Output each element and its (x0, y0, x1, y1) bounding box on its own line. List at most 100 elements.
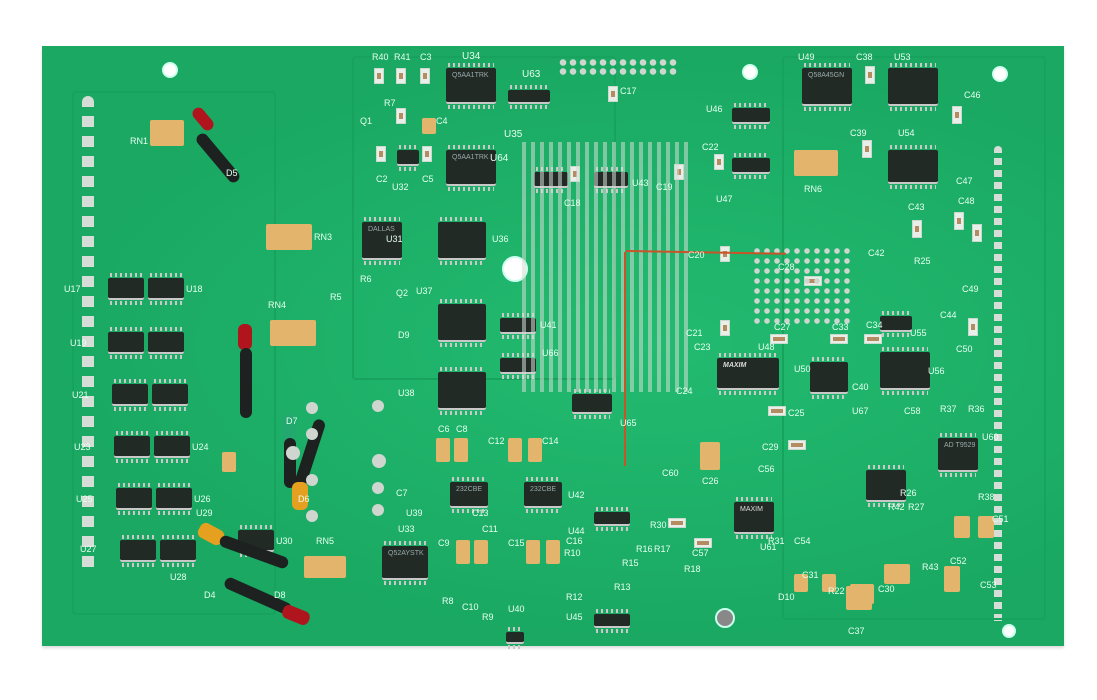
capacitor-c12 (508, 438, 522, 462)
capacitor-c31 (794, 574, 808, 592)
pad (306, 402, 318, 414)
capacitor-c20 (720, 246, 730, 262)
label-u19: U19 (70, 338, 87, 348)
label-d10: D10 (778, 592, 795, 602)
ic-u18 (148, 273, 184, 305)
capacitor-c3 (420, 68, 430, 84)
label-rn3: RN3 (314, 232, 333, 242)
ic-u53 (888, 63, 938, 111)
label-u31: U31 (386, 234, 403, 244)
label-c19: C19 (656, 182, 673, 192)
capacitor-c57 (694, 538, 712, 548)
label-rn6: RN6 (804, 184, 823, 194)
label-c8: C8 (456, 424, 468, 434)
capacitor-c9 (456, 540, 470, 564)
label-d7: D7 (286, 416, 298, 426)
capacitor-c22-tant (222, 452, 236, 472)
capacitor-c14 (528, 438, 542, 462)
label-u47: U47 (716, 194, 733, 204)
trace (72, 91, 276, 615)
label-u28: U28 (170, 572, 187, 582)
mounting-hole (1002, 624, 1016, 638)
label-u60: U60 (982, 432, 999, 442)
trace (782, 56, 1046, 620)
ic-u65 (572, 389, 612, 419)
label-c6: C6 (438, 424, 450, 434)
label-d9: D9 (398, 330, 410, 340)
capacitor-c31b (822, 574, 836, 592)
label-u36: U36 (492, 234, 509, 244)
label-c38: C38 (856, 52, 873, 62)
capacitor-c39 (862, 140, 872, 158)
circuit-board: Q5AA1TRK Q5AA1TRK DALLAS Q58A45GN MAXIM … (42, 46, 1064, 649)
label-c49: C49 (962, 284, 979, 294)
label-c33: C33 (832, 322, 849, 332)
capacitor-c29 (788, 440, 806, 450)
label-q1: Q1 (360, 116, 373, 126)
capacitor-c46 (952, 106, 962, 124)
mounting-hole (715, 608, 735, 628)
label-c4: C4 (436, 116, 448, 126)
mounting-hole (162, 62, 178, 78)
label-c16: C16 (566, 536, 583, 546)
capacitor-c11 (474, 540, 488, 564)
ic-u36 (438, 217, 486, 265)
capacitor-c5 (422, 146, 432, 162)
label-c51: C51 (992, 514, 1009, 524)
label-u32: U32 (392, 182, 409, 192)
resistor-r7 (396, 108, 406, 124)
label-c14: C14 (542, 436, 559, 446)
label-d4: D4 (204, 590, 216, 600)
label-u25: U25 (76, 494, 93, 504)
label-u50: U50 (794, 364, 811, 374)
capacitor-c22 (714, 154, 724, 170)
resistor-network-rn4 (270, 320, 316, 346)
label-r27: R27 (908, 502, 925, 512)
label-c23: C23 (694, 342, 711, 352)
label-u37: U37 (416, 286, 433, 296)
label-c56: C56 (758, 464, 775, 474)
label-u42: U42 (568, 490, 585, 500)
pad-grid (752, 246, 852, 326)
label-d5: D5 (226, 168, 238, 178)
label-r30: R30 (650, 520, 667, 530)
label-c53: C53 (980, 580, 997, 590)
label-c31: C31 (802, 570, 819, 580)
pad (286, 446, 300, 460)
ic-u44 (594, 507, 630, 531)
ic-u50 (810, 357, 848, 399)
label-u43: U43 (632, 178, 649, 188)
capacitor-c2 (376, 146, 386, 162)
label-c22: C22 (702, 142, 719, 152)
label-r10: R10 (564, 548, 581, 558)
label-r38: R38 (978, 492, 995, 502)
capacitor-c51 (954, 516, 970, 538)
label-c60: C60 (662, 468, 679, 478)
label-r36: R36 (968, 404, 985, 414)
mounting-hole (992, 66, 1008, 82)
label-u27: U27 (80, 544, 97, 554)
ic-u45 (594, 609, 630, 633)
label-c44: C44 (940, 310, 957, 320)
label-u41: U41 (540, 320, 557, 330)
label-r26: R26 (900, 488, 917, 498)
label-u56: U56 (928, 366, 945, 376)
pad (306, 510, 318, 522)
label-r5: R5 (330, 292, 342, 302)
label-c42: C42 (868, 248, 885, 258)
label-r25: R25 (914, 256, 931, 266)
ic-u49: Q58A45GN (802, 63, 852, 111)
label-c30: C30 (878, 584, 895, 594)
label-c12: C12 (488, 436, 505, 446)
label-c47: C47 (956, 176, 973, 186)
label-r16: R16 (636, 544, 653, 554)
label-c20: C20 (688, 250, 705, 260)
label-c57: C57 (692, 548, 709, 558)
label-u23: U23 (74, 442, 91, 452)
label-c46: C46 (964, 90, 981, 100)
led-standoff (240, 348, 252, 418)
label-c13: C13 (472, 508, 489, 518)
label-c26: C26 (702, 476, 719, 486)
label-c15: C15 (508, 538, 525, 548)
label-u29: U29 (196, 508, 213, 518)
